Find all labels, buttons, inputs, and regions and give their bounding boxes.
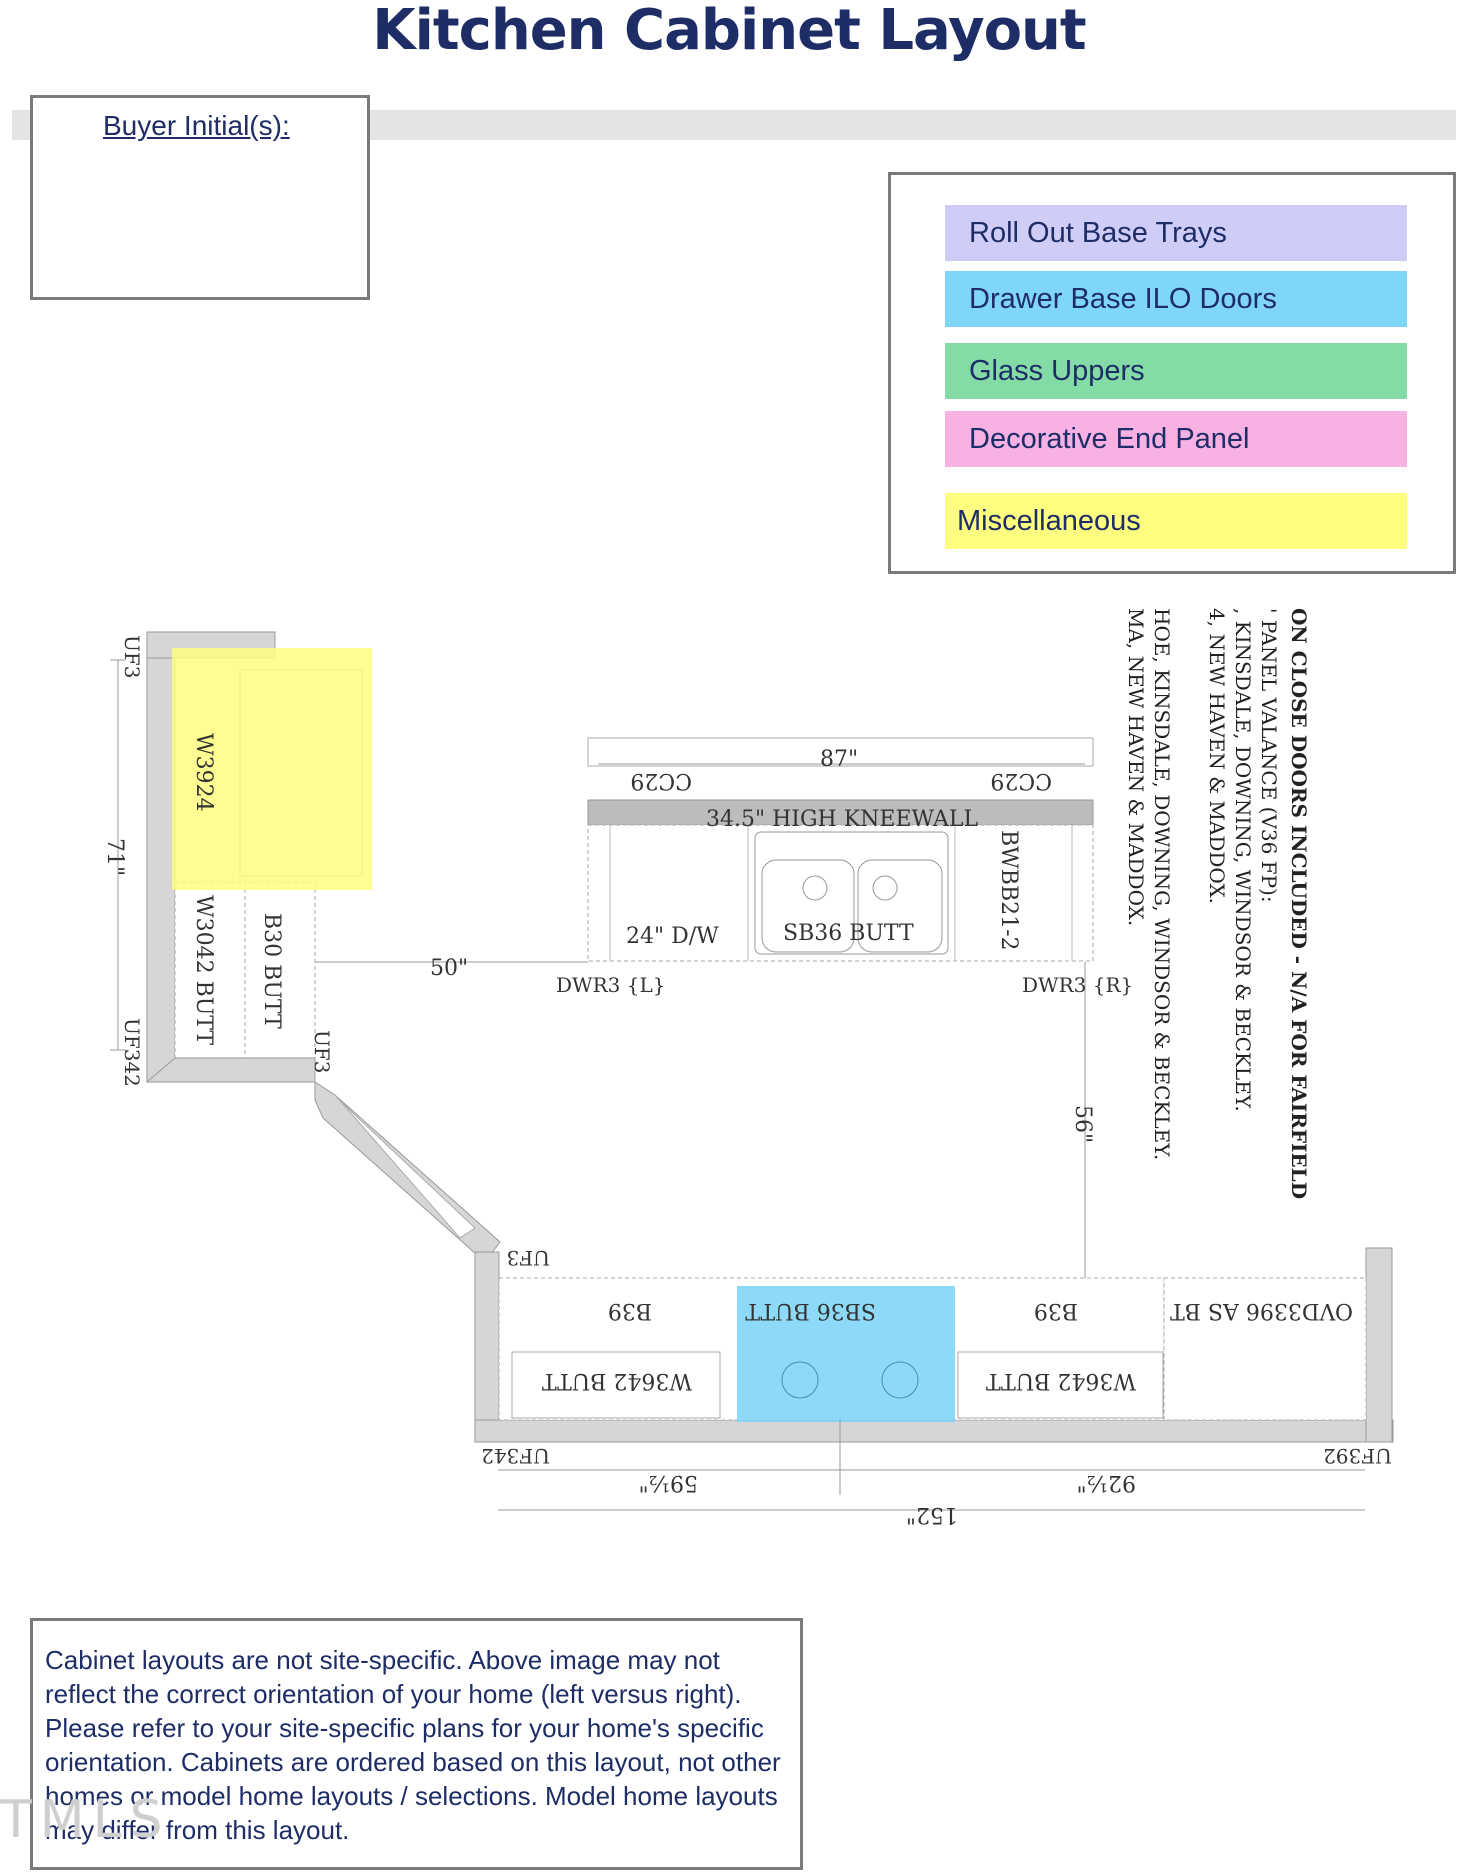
label-uf-bl: UF342 — [481, 1444, 550, 1468]
side-notes: ON CLOSE DOORS INCLUDED - N/A FOR FAIRFI… — [1124, 608, 1311, 1199]
label-w3642-right: W3642 BUTT — [986, 1368, 1136, 1393]
legend-drawer-base: Drawer Base ILO Doors — [945, 271, 1407, 327]
bottom-right-wall — [1365, 1247, 1393, 1443]
drawer-base-highlight — [737, 1286, 955, 1422]
disclaimer-text: Cabinet layouts are not site-specific. A… — [45, 1645, 781, 1845]
label-b39-left: B39 — [608, 1298, 652, 1323]
label-uf-bottom: UF342 — [120, 1018, 144, 1087]
label-dim-right: 92½" — [1077, 1470, 1136, 1495]
bottom-wall — [474, 1419, 1394, 1443]
misc-highlight — [172, 648, 372, 890]
legend-miscellaneous: Miscellaneous — [945, 493, 1407, 549]
legend-label: Roll Out Base Trays — [969, 217, 1227, 249]
label-top-sink: SB36 BUTT — [783, 921, 914, 946]
legend-label: Drawer Base ILO Doors — [969, 283, 1277, 315]
label-dwr-right: DWR3 {R} — [1022, 973, 1133, 997]
label-uf-corner: UF3 — [310, 1030, 334, 1073]
label-dim-left: 59½" — [639, 1470, 698, 1495]
bottom-right-upper — [957, 1351, 1164, 1419]
label-uf-br: UF392 — [1323, 1444, 1392, 1468]
legend-decorative-end-panel: Decorative End Panel — [945, 411, 1407, 467]
label-b39-right: B39 — [1034, 1298, 1078, 1323]
label-b30: B30 BUTT — [259, 913, 284, 1029]
label-kneewall: 34.5" HIGH KNEEWALL — [706, 807, 979, 832]
label-w3924: W3924 — [191, 733, 216, 812]
diagonal-window — [334, 1094, 476, 1239]
top-base-cabinets — [587, 824, 1094, 962]
page-title: Kitchen Cabinet Layout — [372, 0, 1086, 63]
legend-glass-uppers: Glass Uppers — [945, 343, 1407, 399]
label-w3042: W3042 BUTT — [191, 895, 216, 1045]
label-dim-total: 152" — [906, 1502, 958, 1527]
side-note: 4, NEW HAVEN & MADDOX. — [1205, 608, 1229, 904]
buyer-initials-box[interactable]: Buyer Initial(s): — [30, 95, 370, 300]
label-uf-bottom-left: UF3 — [507, 1246, 550, 1270]
label-cc-right: CC29 — [990, 768, 1052, 793]
label-dwr-left: DWR3 {L} — [556, 973, 665, 997]
side-note: HOE, KINSDALE, DOWNING, WINDSOR & BECKLE… — [1150, 608, 1174, 1160]
cabinet-floor-plan: 87" CC29 CC29 34.5" HIGH KNEEWALL 24" D/… — [102, 608, 1394, 1527]
legend-label: Glass Uppers — [969, 355, 1145, 387]
top-sink — [754, 831, 949, 955]
disclaimer-box: Cabinet layouts are not site-specific. A… — [30, 1618, 803, 1870]
legend-label: Miscellaneous — [957, 505, 1141, 537]
label-w3642-left: W3642 BUTT — [542, 1368, 692, 1393]
bottom-left-wall — [474, 1251, 500, 1443]
label-uf-top: UF3 — [120, 635, 144, 678]
ovd-cabinet — [1163, 1277, 1367, 1421]
legend-label: Decorative End Panel — [969, 423, 1250, 455]
label-bottom-sink: SB36 BUTT — [745, 1298, 876, 1323]
label-dishwasher: 24" D/W — [626, 924, 719, 949]
mls-watermark: TMLS — [0, 1790, 171, 1850]
side-note: , KINSDALE, DOWNING, WINDSOR & BECKLEY. — [1231, 608, 1255, 1112]
color-legend: Roll Out Base Trays Drawer Base ILO Door… — [888, 172, 1456, 574]
label-cc-left: CC29 — [630, 768, 692, 793]
label-ovd: OVD3396 AS BT — [1170, 1298, 1353, 1323]
side-note: MA, NEW HAVEN & MADDOX. — [1124, 608, 1148, 926]
bottom-left-upper — [511, 1351, 721, 1419]
buyer-initials-label: Buyer Initial(s): — [103, 110, 290, 141]
label-left-height: 71" — [102, 838, 127, 876]
left-bottom-wall — [145, 1057, 316, 1083]
label-gap-top: 50" — [430, 956, 468, 981]
label-bwbb: BWBB21-2 — [996, 830, 1021, 951]
side-note: ON CLOSE DOORS INCLUDED - N/A FOR FAIRFI… — [1287, 608, 1311, 1199]
legend-roll-out-base-trays: Roll Out Base Trays — [945, 205, 1407, 261]
label-top-width: 87" — [820, 747, 858, 772]
side-note: ' PANEL VALANCE (V36 FP): — [1257, 608, 1281, 903]
left-wall — [146, 631, 176, 1083]
top-dim-frame — [587, 737, 1094, 767]
label-gap-right: 56" — [1070, 1105, 1095, 1143]
